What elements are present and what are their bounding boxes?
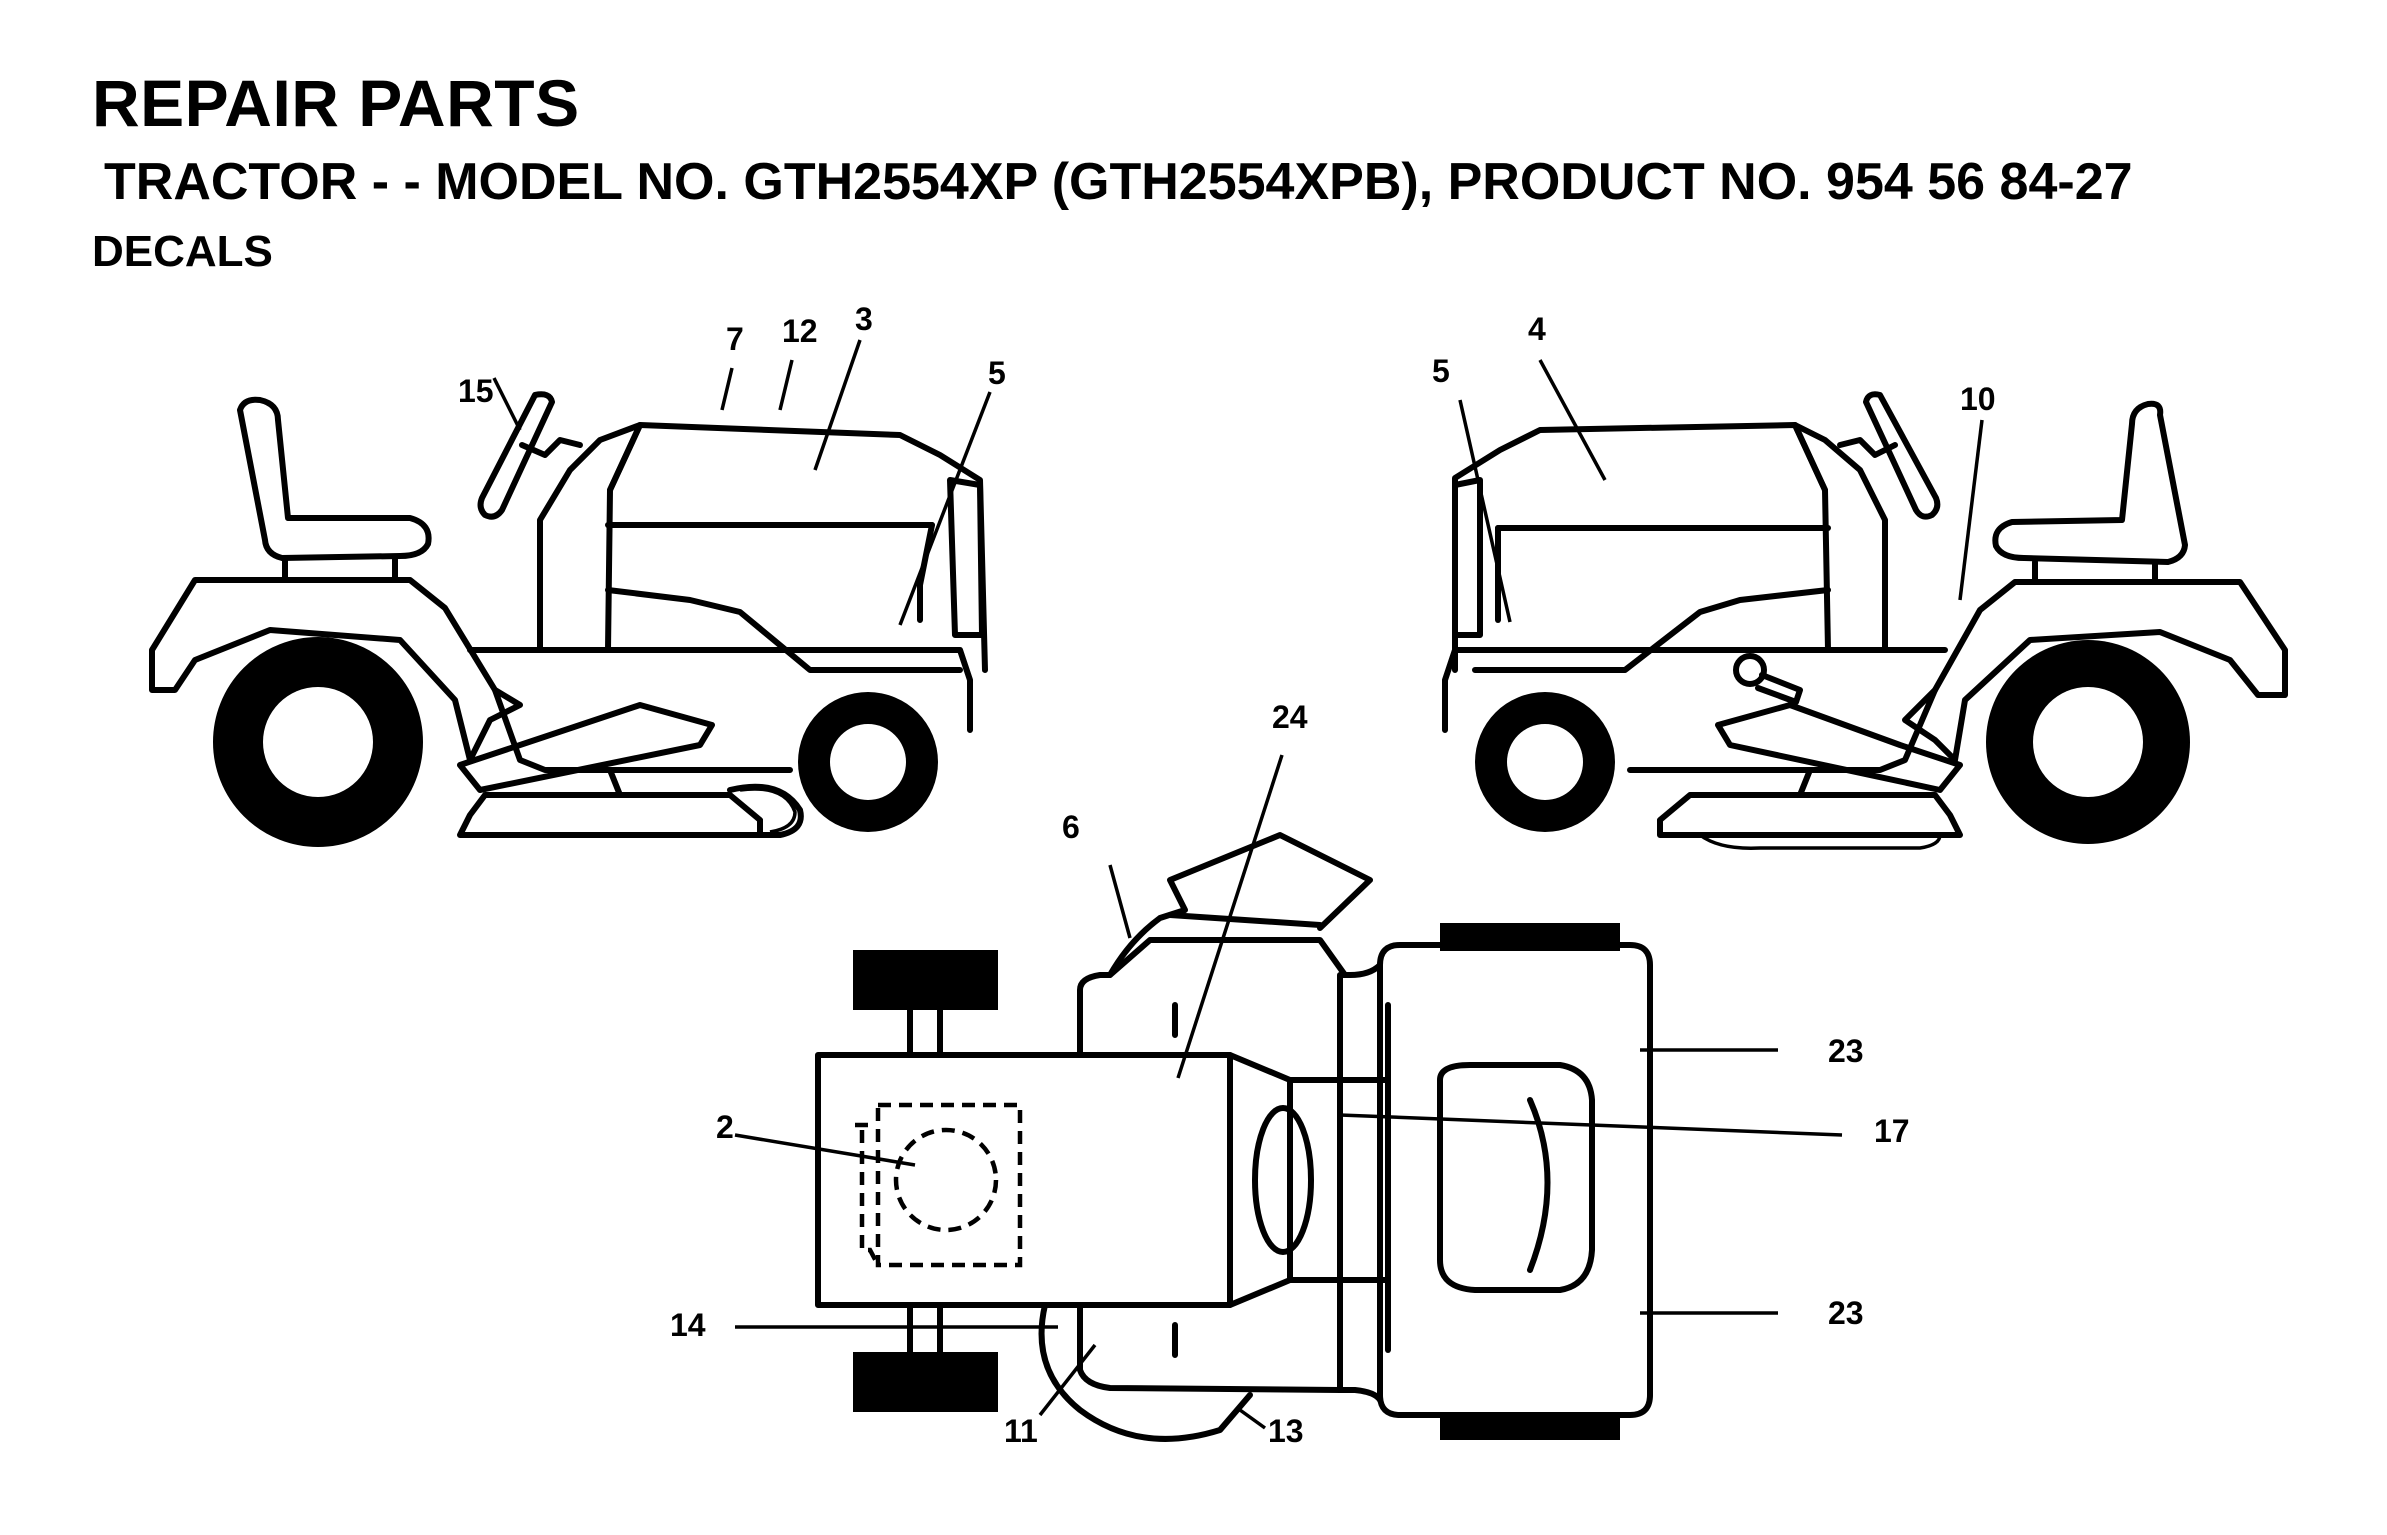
callout-2: 2 <box>716 1109 734 1145</box>
tractor-top-view <box>815 832 1653 1442</box>
callout-5-left: 5 <box>988 355 1006 391</box>
callout-12: 12 <box>782 313 818 349</box>
callout-24: 24 <box>1272 699 1308 735</box>
callout-5-right: 5 <box>1432 353 1450 389</box>
callout-17: 17 <box>1874 1113 1910 1149</box>
callout-11: 11 <box>1004 1413 1038 1449</box>
tractor-right-side-view <box>1442 391 2288 850</box>
callout-3: 3 <box>855 301 873 337</box>
page-title: REPAIR PARTS <box>92 66 580 140</box>
callout-23-bottom: 23 <box>1828 1295 1864 1331</box>
tractor-left-side-view <box>149 391 988 847</box>
callout-4: 4 <box>1528 311 1546 347</box>
callout-23-top: 23 <box>1828 1033 1864 1069</box>
callout-leader-lines <box>492 339 1984 1430</box>
model-subtitle: TRACTOR - - MODEL NO. GTH2554XP (GTH2554… <box>104 153 2133 211</box>
callout-10: 10 <box>1960 381 1996 417</box>
callout-15: 15 <box>458 373 494 409</box>
callout-numbers: 15 7 12 3 5 4 5 10 24 6 2 14 11 13 23 17… <box>458 301 1996 1449</box>
callout-7: 7 <box>726 321 744 357</box>
callout-13: 13 <box>1268 1413 1304 1449</box>
section-heading: DECALS <box>92 227 273 276</box>
callout-14: 14 <box>670 1307 706 1343</box>
callout-6: 6 <box>1062 809 1080 845</box>
